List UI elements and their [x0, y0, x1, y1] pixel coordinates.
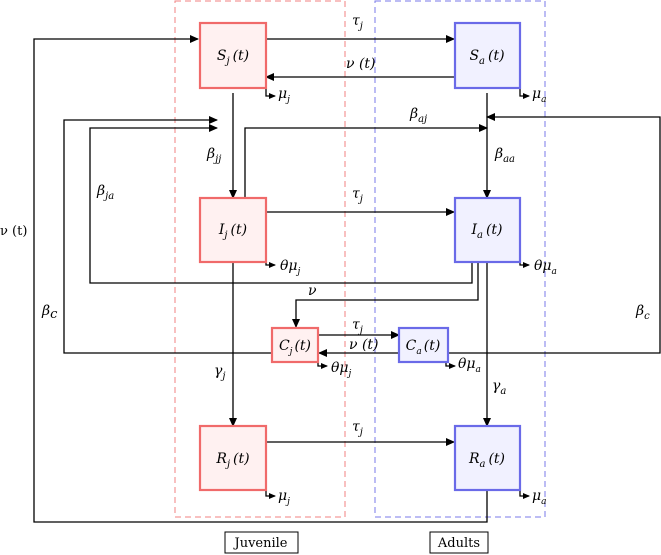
rate-tau-infected: τj	[352, 186, 363, 205]
compartments: Sj(t) Sa(t) Ij(t) Ia(t) Cj(t) Ca(t) Rj(t…	[198, 21, 522, 492]
death-arrow-ra	[519, 488, 530, 499]
rate-tau-top: τj	[352, 13, 363, 32]
death-arrow-cj	[317, 358, 328, 369]
death-arrow-rj	[265, 488, 276, 499]
rate-beta-c-right: βc	[635, 303, 650, 322]
box-ca	[397, 326, 450, 364]
death-arrow-sj	[265, 88, 276, 99]
rate-nu-t-top: ν (t)	[346, 56, 376, 72]
rate-theta-mu-ia: θμa	[534, 258, 557, 277]
rate-beta-c-left: βc	[41, 303, 58, 322]
adult-panel	[374, 0, 546, 518]
rate-theta-mu-ca: θμa	[458, 356, 481, 375]
rate-theta-mu-ij: θμj	[280, 258, 301, 277]
rj-label: Rj(t)	[215, 451, 249, 470]
rate-tau-recovered: τj	[352, 419, 363, 438]
rate-gamma-j: γj	[214, 363, 225, 382]
arrow-beta-ja	[89, 124, 473, 284]
arrow-beta-aj	[244, 124, 488, 198]
adults-caption: Adults	[437, 536, 480, 551]
rate-mu-sj: μj	[278, 86, 290, 105]
rate-beta-aj: βaj	[409, 106, 427, 125]
death-arrow-ij	[265, 257, 276, 268]
ia-label: Ia(t)	[470, 222, 502, 241]
rate-tau-carrier: τj	[352, 317, 363, 336]
ra-label: Ra(t)	[468, 451, 505, 470]
juvenile-panel	[174, 0, 346, 518]
rate-beta-jj: βjj	[206, 146, 221, 165]
arrows	[33, 35, 661, 523]
juvenile-caption-box	[224, 531, 299, 554]
cj-label: Cj(t)	[279, 338, 311, 357]
captions: Juvenile Adults	[224, 531, 489, 554]
ij-label: Ij(t)	[218, 222, 247, 241]
rate-mu-ra: μa	[532, 488, 546, 507]
rate-nu-t-left: ν (t)	[0, 224, 27, 239]
box-ij	[198, 196, 268, 264]
rate-beta-ja: βja	[96, 183, 114, 202]
box-sa	[453, 21, 522, 90]
rate-mu-sa: μa	[532, 86, 546, 105]
rate-labels: τj ν (t) τj τj ν (t) τj μj μa θμj θμa θμ…	[0, 13, 650, 507]
box-sj	[198, 21, 268, 90]
arrow-ia-cj	[292, 262, 479, 328]
rate-beta-aa: βaa	[494, 146, 515, 165]
adults-caption-box	[429, 531, 489, 554]
sj-label: Sj(t)	[217, 48, 249, 67]
box-rj	[198, 424, 268, 492]
death-arrow-sa	[519, 88, 530, 99]
rate-mu-rj: μj	[278, 488, 290, 507]
box-ra	[453, 424, 522, 492]
sa-label: Sa(t)	[469, 48, 504, 67]
rate-nu-t-carrier: ν (t)	[349, 337, 379, 353]
death-arrow-ia	[519, 257, 530, 268]
arrow-vaccination-loop	[33, 35, 488, 523]
rate-gamma-a: γa	[492, 378, 506, 397]
arrow-beta-c-left	[63, 116, 272, 354]
juvenile-caption: Juvenile	[232, 536, 287, 551]
rate-theta-mu-cj: θμj	[331, 360, 352, 379]
box-cj	[270, 326, 320, 364]
ca-label: Ca(t)	[406, 338, 441, 357]
rate-nu-plain: ν	[308, 283, 317, 299]
box-ia	[453, 196, 522, 264]
arrow-beta-c-right	[448, 113, 661, 354]
